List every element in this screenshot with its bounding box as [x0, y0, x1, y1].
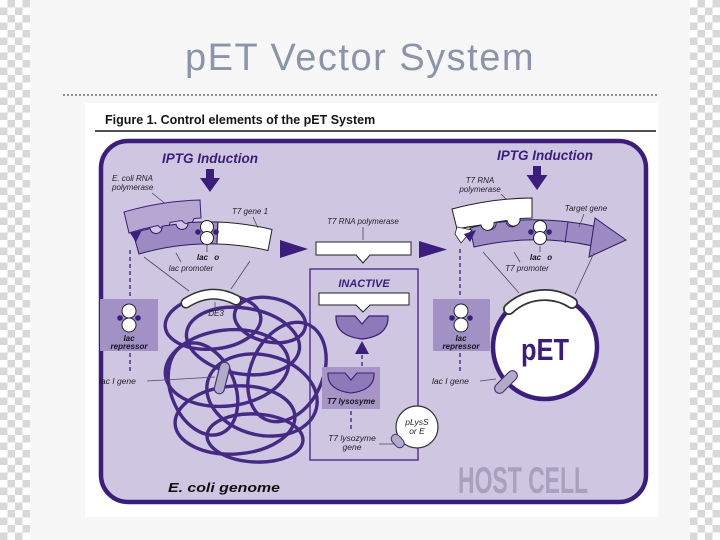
dashed-arrowhead-left-icon	[130, 230, 142, 242]
lac-i-gene-segment-right	[494, 370, 518, 394]
t7-lysosyme-label: T7 lysosyme	[327, 397, 376, 406]
middle-section: T7 RNA polymerase INACTIVE T7 lysosyme T…	[309, 217, 447, 461]
funnel-line-right-a	[482, 251, 520, 294]
flow-arrow-right-icon	[419, 241, 447, 258]
dashed-arrowhead-right-icon	[464, 230, 476, 242]
funnel-line-left-a	[143, 256, 190, 292]
lac-o-right-label: lac o	[530, 253, 552, 262]
lac-repressor-right-label-1: lac	[455, 334, 467, 343]
t7-rna-pol-right-label-1: T7 RNA	[466, 176, 494, 185]
transparency-checkerboard-right	[690, 0, 720, 540]
inactive-box	[309, 268, 419, 461]
down-arrow-icon-right	[526, 166, 548, 190]
down-arrow-icon-left	[200, 169, 220, 192]
lac-i-gene-right-label: lac I gene	[432, 376, 469, 386]
ecoli-genome-label: E. coli genome	[168, 480, 280, 495]
pet-promoter-ribbon	[504, 290, 577, 314]
lysozyme-dashed-arrowhead-icon	[355, 341, 369, 354]
t7-lysosyme-shape	[327, 372, 375, 394]
t7-promoter-pointer	[513, 251, 521, 263]
de3-label: DE3	[208, 309, 224, 318]
t7-gene1-label: T7 gene 1	[232, 207, 268, 216]
target-gene-arrowhead	[588, 217, 627, 258]
funnel-line-left-b	[230, 260, 251, 290]
lysozyme-bound-shape	[335, 315, 389, 340]
funnel-line-right-b	[574, 252, 595, 295]
figure-caption: Figure 1. Control elements of the pET Sy…	[105, 113, 375, 127]
ecoli-rna-pol-label-2: polymerase	[111, 183, 154, 192]
lac-i-gene-left-label: lac I gene	[99, 376, 136, 386]
plys-label-1: pLysS	[404, 417, 429, 427]
t7-gene1-segment	[216, 221, 273, 252]
t7-gene1-pointer	[252, 216, 259, 229]
lac-i-gene-left-pointer	[146, 376, 216, 382]
flow-arrow-left-icon	[280, 240, 308, 258]
plys-plasmid-circle	[395, 405, 439, 449]
figure-image: Figure 1. Control elements of the pET Sy…	[85, 103, 658, 517]
page-title: pET Vector System	[184, 37, 536, 79]
target-gene-label: Target gene	[565, 204, 608, 213]
pet-label: pET	[521, 332, 569, 367]
title-divider	[63, 94, 657, 96]
t7-rna-polymerase-bar	[315, 241, 412, 264]
plys-gene-segment	[390, 433, 405, 449]
operator-icon-right	[528, 220, 552, 245]
host-cell-label: HOST CELL	[458, 460, 588, 501]
lac-repressor-icon-right	[449, 303, 473, 333]
operator-repressor-icon-left	[195, 220, 219, 245]
lac-i-gene-right-pointer	[479, 378, 497, 382]
ecoli-rna-pol-label-1: E. coli RNA	[112, 174, 153, 183]
lac-promoter-pointer	[175, 252, 182, 263]
t7-rna-polymerase-mid-label: T7 RNA polymerase	[327, 217, 399, 226]
target-gene-pointer	[578, 213, 585, 228]
plys-label-2: or E	[409, 426, 425, 436]
inactive-label: INACTIVE	[338, 278, 390, 290]
t7-rna-polymerase-tooth	[454, 226, 473, 244]
t7-lysozyme-gene-label-2: gene	[343, 442, 362, 452]
right-section: IPTG Induction T7 RNA polymerase Target …	[432, 148, 627, 402]
lac-i-gene-segment-left	[213, 361, 231, 395]
iptg-induction-left-label: IPTG Induction	[162, 151, 258, 166]
rna-polymerase-band-left	[123, 199, 202, 234]
lac-repressor-left-label-1: lac	[123, 334, 135, 343]
inactive-polymerase-bar	[318, 292, 410, 313]
lac-repressor-left-label-2: repressor	[111, 342, 149, 351]
lac-repressor-icon-left	[117, 303, 141, 333]
transparency-checkerboard-left	[0, 0, 30, 540]
lac-promoter-label: lac promoter	[169, 264, 214, 273]
band-divider	[564, 221, 569, 244]
de3-ribbon	[182, 290, 240, 307]
t7-rna-pol-right-label-2: polymerase	[458, 185, 501, 194]
t7-rna-polymerase-band	[451, 197, 533, 231]
lac-repressor-right-label-2: repressor	[443, 342, 481, 351]
t7-promoter-label: T7 promoter	[505, 264, 549, 273]
lac-o-left-label: lac o	[197, 253, 219, 262]
t7-lysozyme-gene-label-1: T7 lysozyme	[328, 433, 376, 443]
left-section: IPTG Induction E. coli RNA polymerase T7…	[99, 151, 328, 495]
iptg-induction-right-label: IPTG Induction	[497, 148, 593, 163]
